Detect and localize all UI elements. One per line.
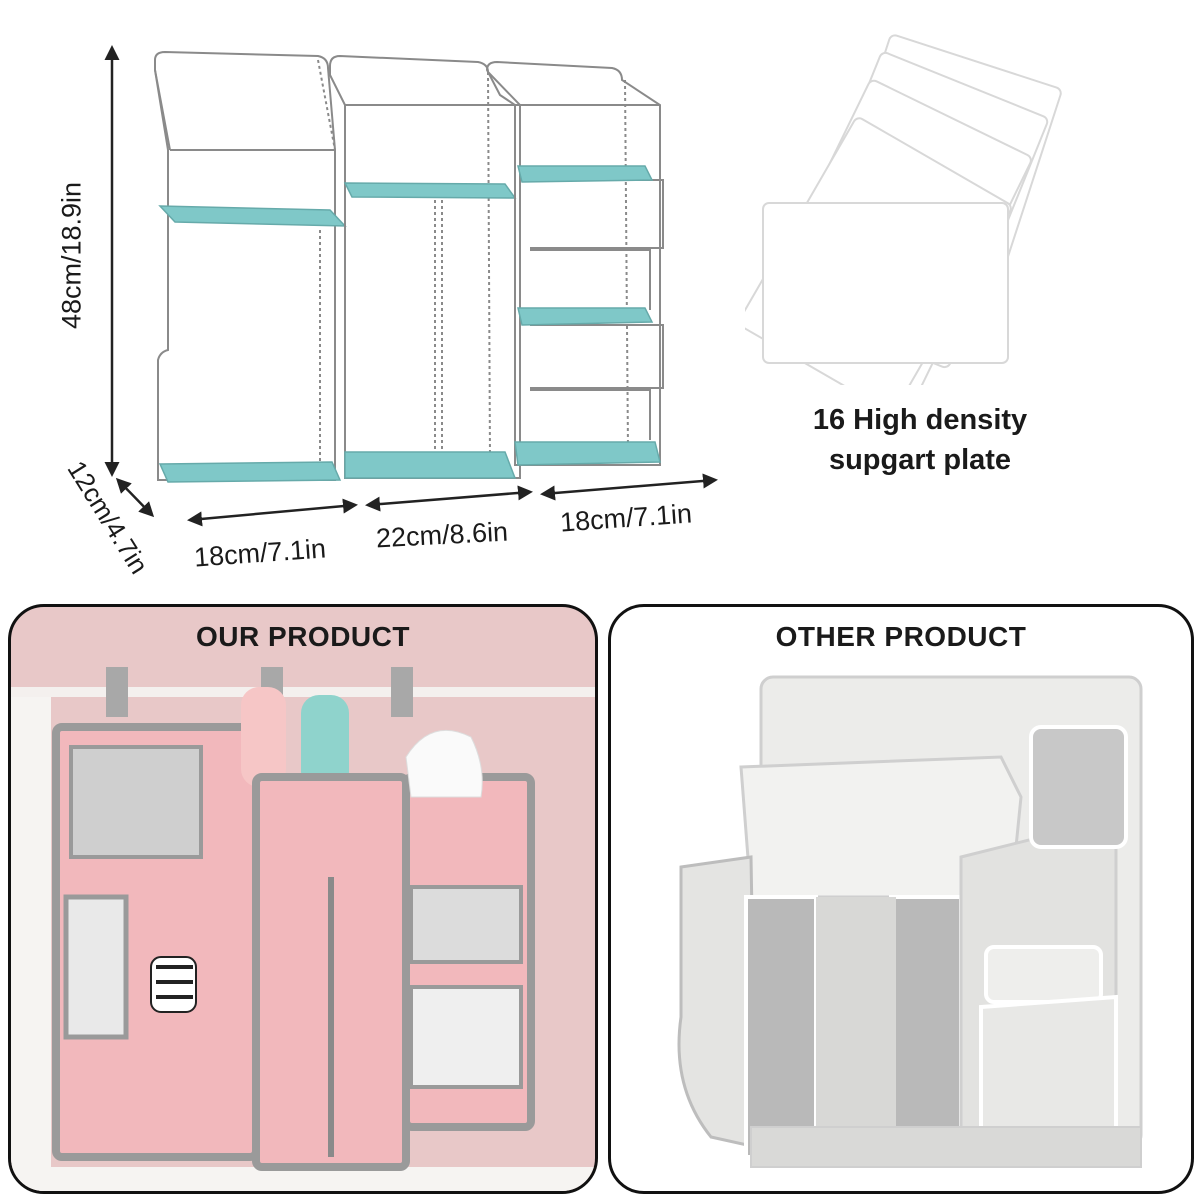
our-product-image (11, 667, 595, 1191)
our-product-panel: OUR PRODUCT (8, 604, 598, 1194)
other-product-image (677, 675, 1143, 1168)
depth-arrow (115, 477, 155, 518)
right-bottom-shelf (514, 441, 661, 466)
mesh-panel-right (889, 895, 963, 1159)
width-center-arrow (365, 485, 533, 512)
left-compartment-outline (154, 50, 336, 481)
mesh-panel-left (744, 895, 818, 1159)
center-compartment-outline (329, 54, 521, 479)
width-left-arrow (187, 498, 358, 527)
right-middle-shelf (517, 307, 654, 326)
plates-caption-line1: 16 High density (812, 404, 1028, 436)
height-dimension-label: 48cm/18.9in (56, 181, 87, 330)
plates-stack-image (745, 34, 1062, 385)
other-product-panel: OTHER PRODUCT (608, 604, 1194, 1194)
plates-caption: 16 High density supgart plate (770, 400, 1070, 480)
bottle-teal (301, 695, 349, 790)
plates-caption-line2: supgart plate (828, 444, 1012, 476)
left-top-shelf (158, 205, 347, 227)
other-product-title: OTHER PRODUCT (775, 621, 1027, 652)
width-right-arrow (540, 473, 718, 501)
bottle-pink (241, 687, 286, 787)
center-top-shelf (343, 182, 517, 199)
our-product-title: OUR PRODUCT (196, 621, 410, 652)
zebra-illustration (150, 956, 197, 1013)
right-compartment-outline (485, 60, 664, 466)
right-top-shelf (517, 165, 654, 183)
plate-front (762, 202, 1009, 364)
left-bottom-shelf (158, 461, 342, 483)
center-bottom-shelf (344, 451, 517, 479)
organizer-dimension-diagram (104, 45, 718, 527)
